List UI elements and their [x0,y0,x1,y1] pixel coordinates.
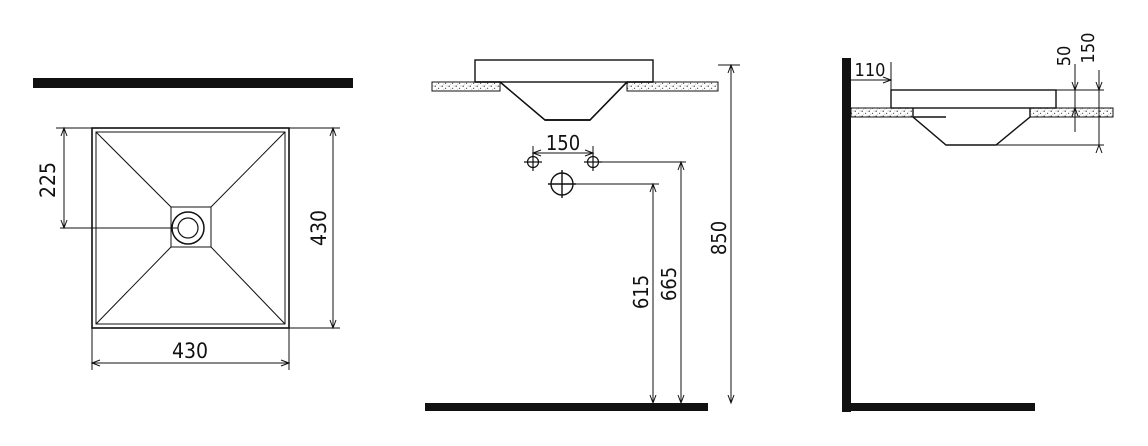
dimension-line-110 [851,62,893,90]
countertop-slab-front [1029,107,1114,118]
basin-section [474,59,654,121]
dimension-label-430-depth: 430 [307,210,331,246]
countertop-slab [850,107,914,118]
drain-outlet-icon [548,170,576,198]
tap-hole-icon [524,153,602,171]
dimension-label-850: 850 [707,221,731,255]
countertop-slab-right [626,81,719,92]
dimension-line-665 [677,160,685,405]
floor-line [842,403,1035,411]
dimension-line-430-width [90,328,291,370]
side-view: 110 50 150 [842,33,1114,412]
countertop-slab-left [431,81,501,92]
dimension-label-615: 615 [629,275,653,309]
dimension-label-150-side: 150 [1078,33,1099,64]
floor-line [425,403,708,411]
dimension-label-430-width: 430 [172,339,208,363]
dimension-line-225 [56,126,92,230]
dimension-label-225: 225 [36,162,60,198]
wall-section [842,58,851,412]
dimension-label-50: 50 [1054,46,1075,67]
plan-view: 225 430 430 [33,78,353,370]
dimension-label-665: 665 [657,267,681,301]
basin-slope-lines [95,131,286,325]
dimension-label-110: 110 [855,60,886,81]
extension-lines [573,64,740,185]
front-view: 150 615 [425,59,740,411]
dimension-line-50 [1068,64,1082,132]
side-extension-lines [996,89,1104,146]
wall-line [33,78,353,88]
dimension-line-430-depth [289,126,340,330]
dimension-line-615 [649,182,657,405]
dimension-line-150-side [1095,70,1103,154]
dimension-line-850 [727,63,735,405]
dimension-label-150-taps: 150 [546,131,580,155]
